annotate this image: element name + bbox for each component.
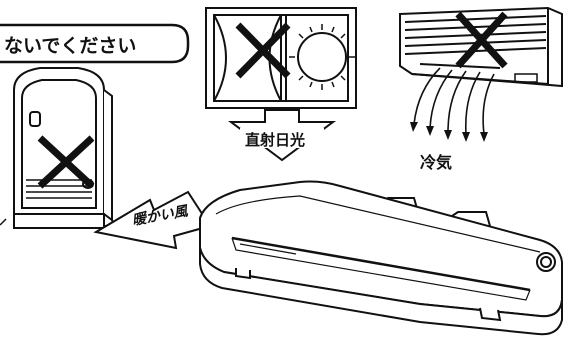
cold-air-label: 冷気 — [420, 153, 452, 172]
x-mark-icon — [37, 135, 95, 189]
x-mark-icon — [455, 11, 508, 69]
sunlight-arrow: 直射日光 — [227, 109, 337, 162]
warm-air-arrow: 暖かい風 — [93, 190, 212, 250]
window-sunlight-icon — [205, 7, 357, 109]
warning-banner: ないでください — [0, 23, 190, 64]
sunlight-label: 直射日光 — [245, 131, 305, 149]
banner-text: ないでください — [4, 35, 136, 57]
x-mark-icon — [235, 22, 291, 79]
heater-icon — [13, 67, 116, 229]
laminator-icon — [199, 180, 563, 336]
cold-air-arrows — [410, 67, 495, 142]
air-conditioner-icon — [399, 6, 563, 88]
